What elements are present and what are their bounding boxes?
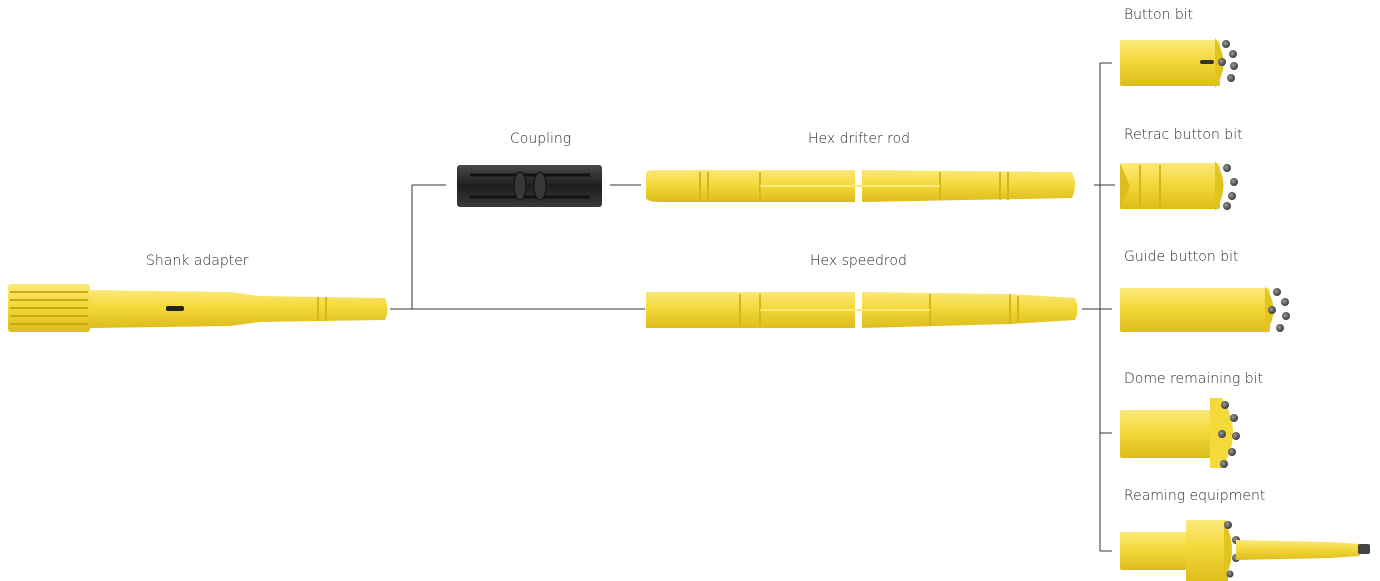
reaming-equipment-label: Reaming equipment — [1124, 488, 1266, 504]
guide-button-bit — [1120, 286, 1290, 334]
button-bit-label: Button bit — [1124, 7, 1194, 23]
dome-remaining-bit — [1120, 398, 1240, 468]
hex-drifter-rod-label: Hex drifter rod — [808, 131, 911, 147]
hex-drifter-rod — [646, 170, 1075, 202]
button-bit — [1120, 38, 1238, 88]
connector-lines — [390, 62, 1115, 552]
reaming-equipment — [1120, 520, 1370, 581]
shank-adapter-label: Shank adapter — [146, 253, 249, 269]
hex-speedrod-label: Hex speedrod — [810, 253, 907, 269]
hex-speedrod — [646, 292, 1078, 328]
retrac-button-bit-label: Retrac button bit — [1124, 127, 1243, 143]
guide-button-bit-label: Guide button bit — [1124, 249, 1239, 265]
shank-adapter — [8, 284, 388, 332]
coupling — [457, 165, 602, 207]
dome-remaining-bit-label: Dome remaining bit — [1124, 371, 1263, 387]
coupling-label: Coupling — [510, 131, 572, 147]
retrac-button-bit — [1120, 161, 1238, 211]
